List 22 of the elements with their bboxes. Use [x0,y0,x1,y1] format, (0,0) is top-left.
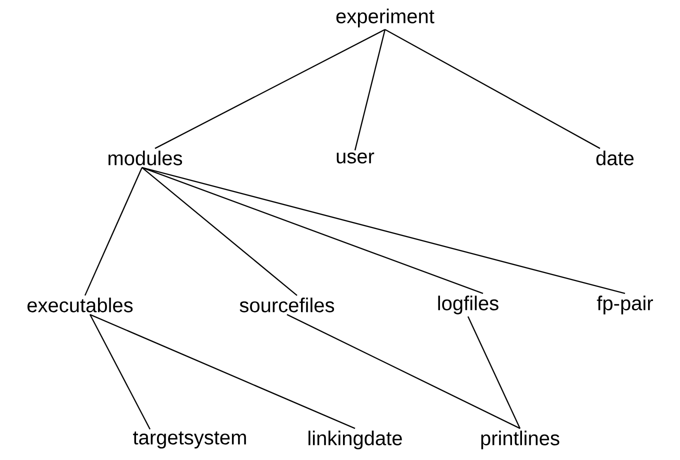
connector-line [154,28,386,149]
connector-line [142,167,298,296]
connector-line [84,167,143,296]
node-label: sourcefiles [240,298,334,312]
node-label: experiment [336,8,434,28]
connector-line [384,28,600,149]
connector-line [354,29,386,150]
node-label: printlines [481,430,560,450]
connector-line [90,314,356,430]
node-label: targetsystem [133,431,246,449]
connector-line [467,316,521,429]
node-label: user [336,152,374,164]
node-label: executables [28,298,133,312]
connector-line [142,166,626,294]
node-label: date [596,150,634,166]
node-label: fp-pair [596,296,653,314]
node-label: modules [108,150,182,166]
node-label: linkingdate [308,430,402,450]
node-label: logfiles [438,296,498,314]
connector-line [286,314,520,429]
connector-line [142,166,484,294]
connector-line [89,314,151,430]
